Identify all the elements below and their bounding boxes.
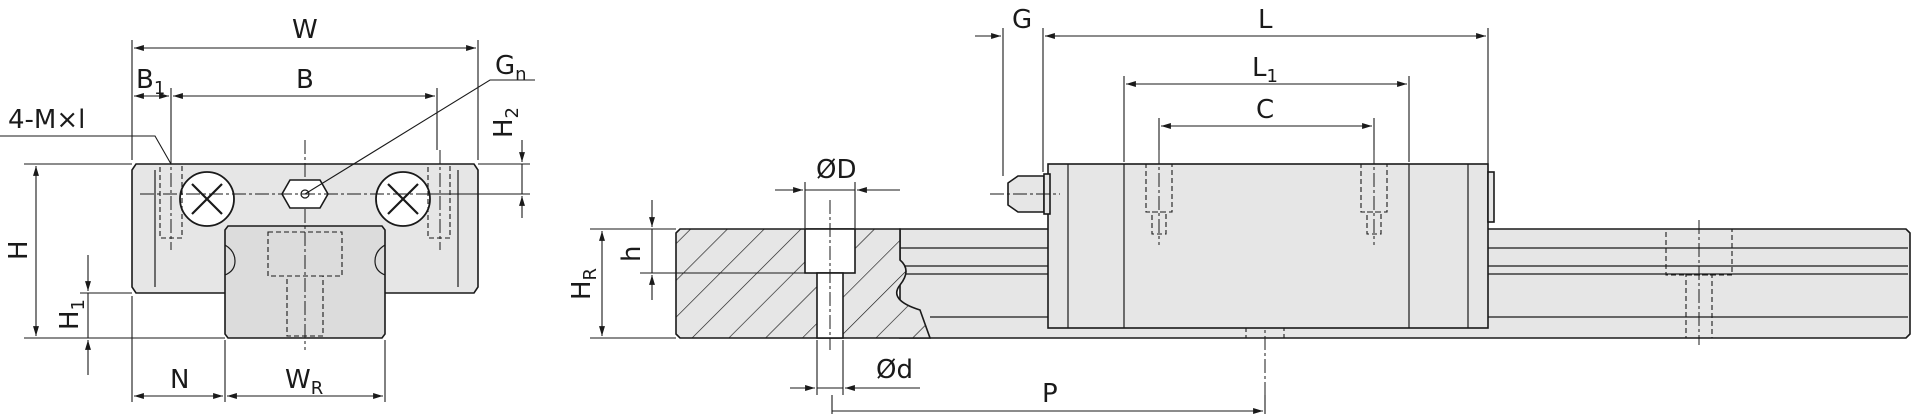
side-view: G L L1 C ØD h HR xyxy=(567,5,1911,414)
label-B: B xyxy=(296,65,314,95)
label-Gn: Gn xyxy=(495,51,527,85)
label-B1: B1 xyxy=(136,65,165,99)
label-N: N xyxy=(170,365,189,395)
carriage-block-side xyxy=(1047,163,1489,329)
ball-left xyxy=(179,171,235,227)
label-H: H xyxy=(4,240,34,260)
label-h: h xyxy=(617,246,647,262)
end-view: W B1 B Gn 4-M×l H2 H H1 xyxy=(0,15,535,402)
ball-right xyxy=(375,171,431,227)
label-HR: HR xyxy=(567,268,601,300)
label-W: W xyxy=(292,15,318,45)
label-L: L xyxy=(1258,5,1273,35)
rail-section-hatched xyxy=(675,228,932,339)
label-P: P xyxy=(1042,379,1058,409)
label-WR: WR xyxy=(285,365,323,399)
label-L1: L1 xyxy=(1252,53,1278,87)
label-M: 4-M×l xyxy=(8,105,85,135)
label-H1: H1 xyxy=(55,299,89,330)
label-G: G xyxy=(1012,5,1032,35)
label-d: Ød xyxy=(876,355,913,385)
label-D: ØD xyxy=(816,155,857,185)
label-C: C xyxy=(1256,95,1274,125)
label-H2: H2 xyxy=(489,107,523,138)
